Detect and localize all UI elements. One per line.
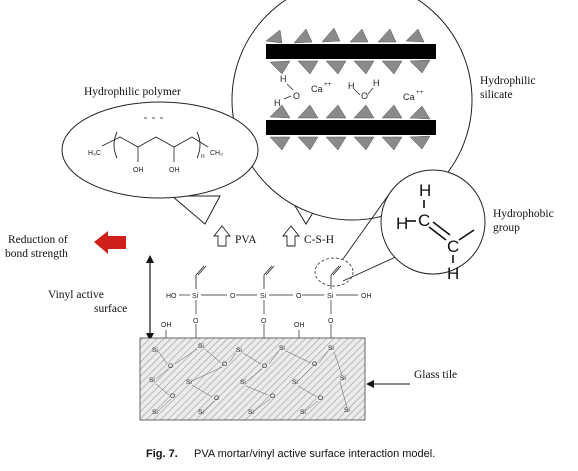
vinyl-surface-span-arrow	[146, 255, 154, 341]
figure-label: Fig. 7.	[146, 448, 178, 460]
tile-si-13: Si	[248, 409, 254, 416]
tile-si-14: Si	[300, 409, 306, 416]
vinyl-h-bottom: H	[447, 264, 459, 283]
silicate-sheet-lower	[266, 104, 436, 151]
vinyl-h-left: H	[396, 214, 408, 233]
vinyl-c-1: C	[418, 211, 430, 230]
interlayer-species: H O H Ca ++ H O H Ca ++	[274, 74, 424, 108]
hydrophilic-polymer-label: Hydrophilic polymer	[84, 86, 181, 98]
polymer-right-end: CH₃	[210, 150, 223, 157]
polymer-hydroxyl-2: OH	[169, 167, 180, 174]
vinyl-c-2: C	[447, 237, 459, 256]
hydrophobic-group-callout: H C H C H	[342, 169, 486, 283]
silicate-layer-black-upper	[266, 44, 436, 59]
reduction-label-line2: bond strength	[5, 248, 68, 260]
chain-o-down-2: O	[261, 318, 267, 325]
chain-ho-left: HO	[166, 293, 177, 300]
glass-tile-network: Si Si Si Si Si O O O O Si Si Si Si Si O …	[149, 343, 350, 416]
surface-oh-1: OH	[161, 322, 172, 329]
tile-si-7: Si	[186, 379, 192, 386]
calcium-1: Ca	[311, 84, 323, 94]
chain-o-down-1: O	[193, 318, 199, 325]
hydrophilic-silicate-callout: H O H Ca ++ H O H Ca ++	[231, 0, 473, 225]
tile-si-10: Si	[340, 375, 346, 382]
vinyl-active-label-line1: Vinyl active	[48, 289, 104, 301]
tile-o-4: O	[312, 361, 317, 368]
tile-o-8: O	[318, 395, 323, 402]
tile-si-12: Si	[198, 409, 204, 416]
tile-o-1: O	[168, 363, 173, 370]
silane-chain: HO Si O Si O Si OH O O O OH OH	[161, 257, 372, 338]
tile-o-7: O	[270, 393, 275, 400]
chain-si-2: Si	[260, 293, 267, 300]
tile-si-9: Si	[292, 379, 298, 386]
hydrophilic-silicate-label-line1: Hydrophilic	[480, 75, 536, 87]
hydrophilic-polymer-callout: H₃C CH₃ OH OH n	[61, 101, 259, 225]
calcium-2: Ca	[403, 92, 415, 102]
glass-tile: Si Si Si Si Si O O O O Si Si Si Si Si O …	[139, 337, 366, 421]
chain-oh-right: OH	[361, 293, 372, 300]
water-2-h-left: H	[348, 81, 355, 91]
water-1-h-top: H	[280, 74, 287, 84]
hydrophilic-silicate-label-line2: silicate	[480, 89, 513, 101]
polymer-left-end: H₃C	[88, 150, 101, 157]
chain-si-1: Si	[192, 293, 199, 300]
water-1-o: O	[293, 91, 300, 101]
hydrophobic-highlight-circle	[314, 257, 354, 287]
hydrophobic-group-label-line2: group	[493, 222, 520, 234]
water-1-h-bottom: H	[274, 98, 281, 108]
calcium-2-charge: ++	[416, 89, 424, 96]
water-2-o: O	[361, 91, 368, 101]
tile-si-11: Si	[152, 409, 158, 416]
chain-o-down-3: O	[328, 318, 334, 325]
polymer-ellipse	[61, 101, 259, 199]
tile-si-3: Si	[236, 347, 242, 354]
vinyl-active-label-line2: surface	[94, 303, 127, 315]
vinyl-h-top: H	[419, 181, 431, 200]
surface-oh-2: OH	[294, 322, 305, 329]
chain-o-1: O	[230, 293, 236, 300]
reduction-red-arrow	[94, 231, 126, 254]
chain-o-2: O	[296, 293, 302, 300]
figure-caption: PVA mortar/vinyl active surface interact…	[194, 448, 435, 460]
polymer-callout-pointer	[170, 195, 221, 225]
tile-si-4: Si	[279, 345, 285, 352]
tile-o-5: O	[170, 393, 175, 400]
silicate-sheet-upper	[265, 27, 436, 75]
reduction-label-line1: Reduction of	[8, 234, 68, 246]
glass-tile-label: Glass tile	[414, 369, 457, 381]
vinyl-structure: H C H C H	[396, 181, 475, 283]
csh-arrow	[282, 225, 300, 247]
tile-si-8: Si	[240, 379, 246, 386]
water-2-h-right: H	[373, 78, 380, 88]
calcium-1-charge: ++	[324, 81, 332, 88]
tile-si-15: Si	[344, 407, 350, 414]
tile-o-2: O	[222, 361, 227, 368]
tile-si-6: Si	[149, 377, 155, 384]
polymer-repeat-n: n	[201, 153, 205, 160]
silicate-layer-black-lower	[266, 120, 436, 135]
tile-o-6: O	[214, 395, 219, 402]
hydrophobic-group-label-line1: Hydrophobic	[493, 208, 554, 220]
pva-structure: H₃C CH₃ OH OH n	[88, 117, 223, 174]
tile-si-5: Si	[328, 345, 334, 352]
csh-label: C-S-H	[304, 234, 334, 246]
pva-arrow	[213, 225, 231, 247]
polymer-hydroxyl-1: OH	[133, 167, 144, 174]
tile-si-1: Si	[152, 347, 158, 354]
tile-o-3: O	[262, 363, 267, 370]
tile-si-2: Si	[198, 343, 204, 350]
chain-si-3: Si	[327, 293, 334, 300]
pva-label: PVA	[235, 234, 257, 246]
